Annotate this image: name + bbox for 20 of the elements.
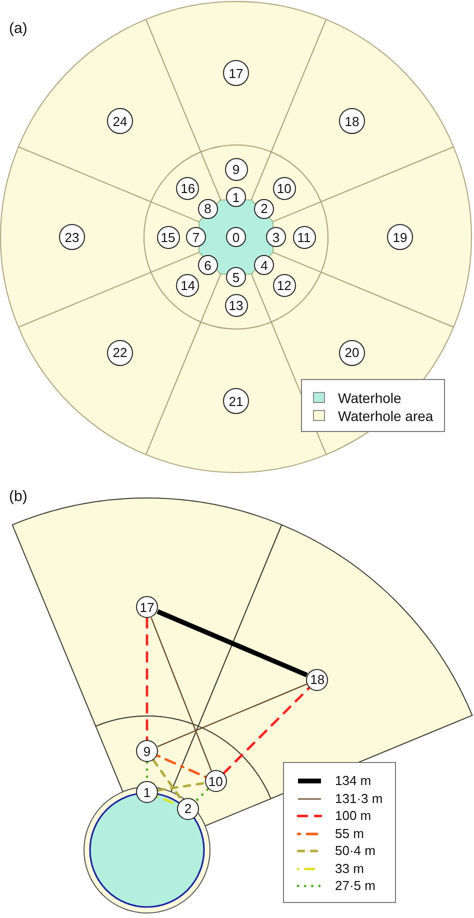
distance-line	[194, 788, 209, 802]
legend-label: 131·3 m	[335, 790, 383, 806]
legend-label: 134 m	[335, 773, 372, 789]
distance-line	[222, 686, 310, 774]
legend-label: 33 m	[335, 860, 364, 876]
distance-line	[156, 609, 308, 678]
distance-line	[157, 782, 206, 792]
distance-line	[157, 683, 308, 748]
distance-line	[152, 759, 183, 801]
distance-line	[150, 617, 212, 771]
panel-label: (b)	[9, 489, 28, 505]
legend-label: Waterhole area	[338, 408, 434, 424]
legend-label: 55 m	[335, 826, 364, 842]
legend-label: Waterhole	[338, 390, 402, 406]
legend-label: 100 m	[335, 808, 372, 824]
legend-label: 50·4 m	[335, 843, 376, 859]
panel-label: (a)	[9, 21, 28, 37]
legend-label: 27·5 m	[335, 878, 376, 894]
distance-line	[146, 617, 148, 741]
distance-line	[156, 754, 206, 778]
